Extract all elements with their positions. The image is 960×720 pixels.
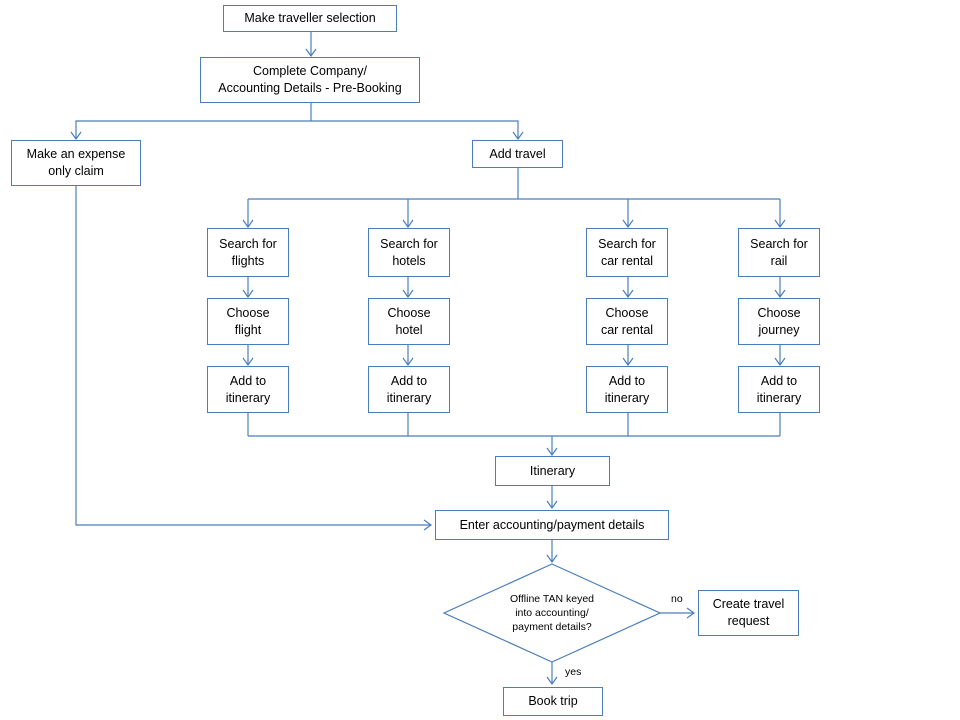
- node-add-to-itinerary-rail: Add to itinerary: [738, 366, 820, 413]
- decision-label: Offline TAN keyed into accounting/ payme…: [509, 593, 595, 633]
- node-add-to-itinerary-hotels: Add to itinerary: [368, 366, 450, 413]
- node-complete-company-details: Complete Company/ Accounting Details - P…: [200, 57, 420, 103]
- decision-diamond: [442, 563, 662, 663]
- connector-merge-itinerary: [247, 413, 781, 455]
- arrowheads: [70, 48, 786, 686]
- node-search-flights: Search for flights: [207, 228, 289, 277]
- node-search-rail: Search for rail: [738, 228, 820, 277]
- node-book-trip: Book trip: [503, 687, 603, 716]
- connector-company-split: [75, 103, 519, 139]
- node-search-hotels: Search for hotels: [368, 228, 450, 277]
- node-choose-flight: Choose flight: [207, 298, 289, 345]
- node-itinerary: Itinerary: [495, 456, 610, 486]
- node-add-to-itinerary-flights: Add to itinerary: [207, 366, 289, 413]
- node-search-car-rental: Search for car rental: [586, 228, 668, 277]
- node-expense-only-claim: Make an expense only claim: [11, 140, 141, 186]
- edge-label-no: no: [671, 593, 683, 605]
- edge-label-yes: yes: [565, 666, 582, 678]
- node-create-travel-request: Create travel request: [698, 590, 799, 636]
- node-add-to-itinerary-car: Add to itinerary: [586, 366, 668, 413]
- node-choose-car-rental: Choose car rental: [586, 298, 668, 345]
- node-make-traveller-selection: Make traveller selection: [223, 5, 397, 32]
- connector-expense-to-accounting: [75, 186, 431, 526]
- node-enter-accounting-details: Enter accounting/payment details: [435, 510, 669, 540]
- node-choose-journey: Choose journey: [738, 298, 820, 345]
- node-add-travel: Add travel: [472, 140, 563, 168]
- connector-travel-split: [247, 168, 781, 227]
- node-choose-hotel: Choose hotel: [368, 298, 450, 345]
